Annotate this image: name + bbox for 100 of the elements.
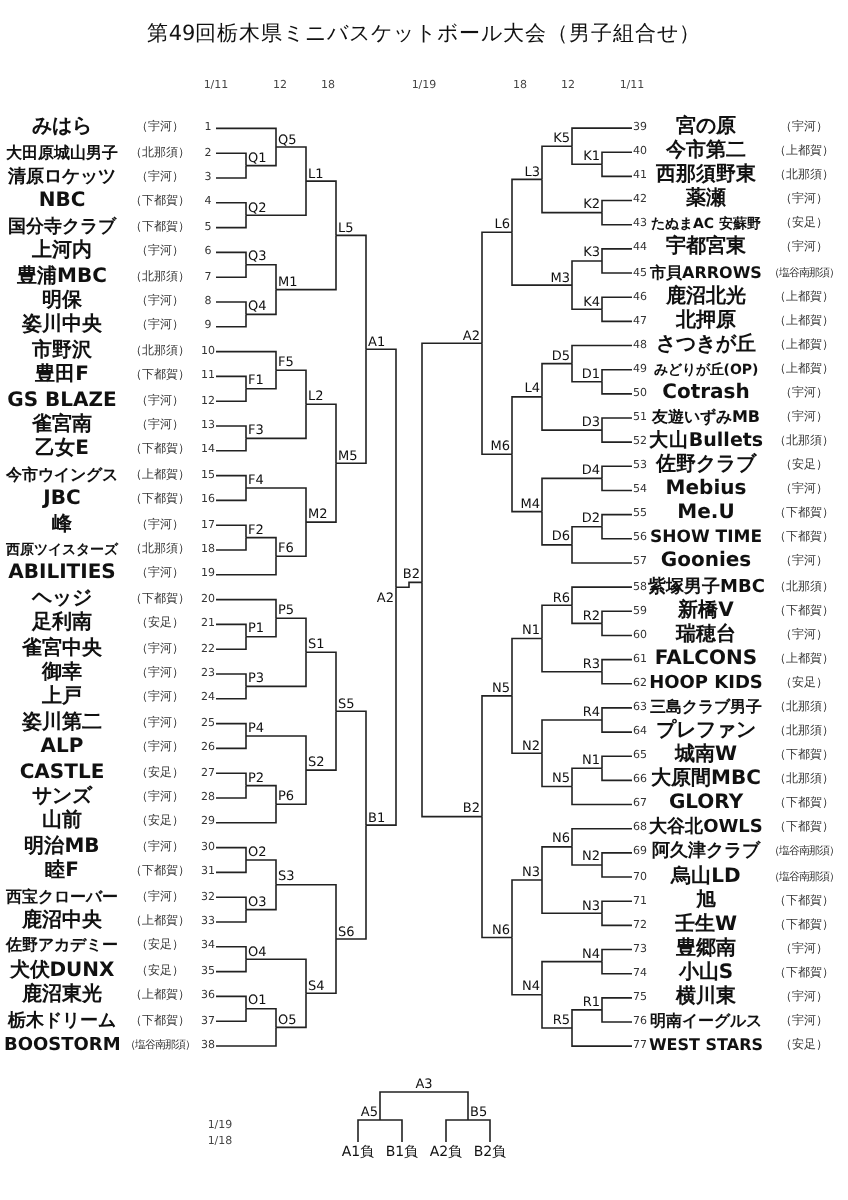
team-name: 豊浦MBC: [15, 265, 109, 289]
bracket-line: [571, 344, 633, 365]
team-name: 市貝ARROWS: [648, 261, 764, 284]
team-name: Goonies: [658, 550, 754, 575]
bracket-line: [215, 251, 247, 266]
bracket-line: [571, 525, 603, 546]
team-name: 佐野アカデミー: [4, 934, 120, 959]
bracket-line: [245, 859, 277, 886]
bracket-line: [541, 846, 573, 881]
bracket-line: [601, 767, 633, 782]
team-name: 鹿沼北光: [664, 285, 748, 309]
team-name: 大原間MBC: [649, 768, 763, 793]
team-name: NBC: [36, 190, 88, 215]
team-name: プレファン: [654, 720, 758, 743]
bracket-line: [305, 403, 337, 464]
bracket-line: [445, 1119, 469, 1143]
team-name: みはら: [30, 116, 94, 141]
title: 第49回栃木県ミニバスケットボール大会（男子組合せ）: [144, 20, 704, 48]
bracket-line: [275, 884, 337, 940]
team-name: 宮の原: [674, 116, 738, 139]
bracket-line: [511, 637, 543, 697]
bracket-line: [215, 536, 247, 551]
bracket-line: [541, 752, 573, 788]
bracket-line: [215, 264, 247, 278]
bracket-line: [215, 425, 247, 440]
bracket-line: [481, 342, 513, 456]
bracket-line: [215, 437, 247, 452]
bracket-line: [601, 960, 633, 975]
bracket-line: [541, 960, 603, 996]
bracket-line: [571, 1009, 603, 1029]
team-name: 三島クラブ男子: [648, 695, 764, 718]
bracket-line: [379, 1119, 403, 1143]
team-name: 明保: [40, 290, 84, 313]
bracket-line: [305, 651, 337, 712]
bracket-line: [335, 234, 367, 351]
bracket-line: [541, 637, 603, 673]
bracket-line: [245, 180, 307, 216]
bracket-line: [571, 827, 633, 848]
team-name: 清原ロケッツ: [6, 166, 118, 190]
bracket-line: [571, 260, 603, 286]
team-name: 山前: [40, 810, 84, 835]
team-name: 豊田F: [33, 364, 91, 389]
bracket-line: [601, 465, 633, 480]
team-name: 西宝クローバー: [4, 885, 120, 908]
bracket-line: [335, 348, 367, 464]
bracket-line: [215, 946, 247, 960]
team-name: FALCONS: [652, 647, 760, 672]
bracket-line: [215, 313, 247, 328]
team-name: 上戸: [40, 686, 84, 711]
bracket-line: [215, 803, 277, 824]
bracket-line: [215, 152, 247, 167]
bracket-line: [245, 884, 277, 911]
bracket-line: [215, 636, 247, 650]
bracket-line: [601, 308, 633, 323]
team-name: 犬伏DUNX: [7, 959, 117, 982]
bracket-line: [571, 284, 603, 311]
bracket-line: [571, 1027, 633, 1047]
team-name: HOOP KIDS: [648, 671, 764, 696]
bracket-line: [601, 719, 633, 733]
team-name: 足利南: [29, 612, 94, 636]
team-name: 睦F: [43, 860, 81, 885]
team-name: 城南W: [673, 744, 740, 768]
bracket-line: [245, 651, 307, 688]
bracket-line: [215, 350, 277, 371]
bracket-line: [215, 598, 277, 619]
bracket-line: [511, 453, 543, 513]
bracket-line: [245, 735, 307, 771]
bracket-line: [601, 755, 633, 770]
team-name: 旭: [694, 889, 718, 913]
bracket-line: [215, 673, 247, 688]
bracket-line: [601, 1009, 633, 1023]
bracket-line: [215, 375, 247, 390]
team-name: ヘッジ: [29, 587, 94, 611]
bracket-line: [275, 234, 337, 291]
team-name: 雀宮中央: [20, 637, 104, 661]
bracket-line: [357, 1119, 381, 1143]
team-name: 大田原城山男子: [4, 141, 120, 166]
bracket-line: [601, 260, 633, 274]
bracket-line: [511, 178, 543, 234]
team-name: 大谷北OWLS: [648, 816, 764, 840]
bracket-line: [541, 994, 573, 1029]
bracket-line: [305, 938, 337, 995]
team-name: 国分寺クラブ: [6, 215, 119, 239]
team-name: Cotrash: [660, 381, 752, 406]
team-name: GLORY: [666, 792, 746, 816]
bracket-line: [215, 846, 247, 861]
team-name: 姿川中央: [20, 314, 104, 338]
team-name: 大山Bullets: [648, 430, 764, 453]
bracket-line: [215, 623, 247, 638]
bracket-line: [245, 487, 307, 523]
team-name: CASTLE: [17, 761, 107, 785]
team-name: さつきが丘: [654, 333, 758, 358]
team-name: 姿川第二: [20, 711, 104, 736]
team-name: JBC: [40, 488, 83, 513]
team-name: Me.U: [675, 502, 737, 527]
team-name: 乙女E: [33, 438, 91, 463]
bracket-line: [275, 992, 307, 1029]
bracket-line: [601, 852, 633, 866]
team-name: 明南イーグルス: [648, 1010, 764, 1034]
team-name: 雀宮南: [30, 414, 94, 437]
